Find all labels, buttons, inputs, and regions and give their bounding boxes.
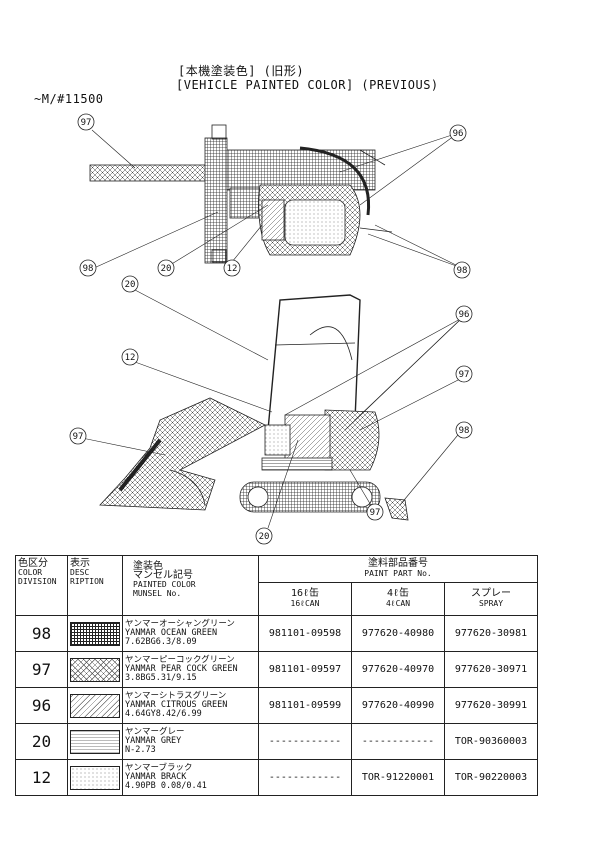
swatch-cell (67, 615, 123, 652)
part-4l: 977620-40990 (351, 687, 445, 724)
color-code: 20 (15, 723, 68, 760)
color-code: 97 (15, 651, 68, 688)
svg-text:96: 96 (459, 310, 470, 320)
header-paint-part-no: 塗料部品番号 PAINT PART No. (258, 555, 538, 583)
pattern-swatch-dots (70, 765, 120, 790)
side-view (99, 294, 409, 521)
part-4l: TOR-91220001 (351, 759, 445, 796)
part-spray: 977620-30991 (444, 687, 538, 724)
callout-20-side: 20 (121, 275, 139, 293)
callout-96-top: 96 (449, 124, 467, 142)
svg-text:96: 96 (453, 129, 464, 139)
part-4l: 977620-40980 (351, 615, 445, 652)
callout-97-side-left: 97 (69, 427, 87, 445)
callout-12-side: 12 (121, 348, 139, 366)
svg-text:20: 20 (125, 280, 136, 290)
serial-range: ~M/#11500 (34, 92, 104, 106)
swatch-cell (67, 759, 123, 796)
part-16l: ------------ (258, 723, 352, 760)
svg-text:97: 97 (459, 370, 470, 380)
page-title-en: [VEHICLE PAINTED COLOR] (PREVIOUS) (176, 78, 439, 92)
callout-20-top: 20 (157, 259, 175, 277)
part-4l: 977620-40970 (351, 651, 445, 688)
callout-98-side: 98 (455, 421, 473, 439)
pattern-swatch-cross (70, 657, 120, 682)
svg-text:98: 98 (83, 264, 94, 274)
callout-97-bottom: 97 (366, 503, 384, 521)
svg-text:97: 97 (81, 118, 92, 128)
callout-98-topleft: 98 (79, 259, 97, 277)
pattern-swatch-diagonal (70, 693, 120, 718)
callout-12-top: 12 (223, 259, 241, 277)
svg-text:12: 12 (125, 353, 136, 363)
callout-98-topright: 98 (453, 261, 471, 279)
part-16l: 981101-09599 (258, 687, 352, 724)
callout-97-top: 97 (77, 113, 95, 131)
header-description: 表示 DESC RIPTION (67, 555, 123, 616)
svg-text:12: 12 (227, 264, 238, 274)
svg-text:20: 20 (161, 264, 172, 274)
part-spray: 977620-30981 (444, 615, 538, 652)
part-4l: ------------ (351, 723, 445, 760)
excavator-drawing: 97 96 98 20 12 98 20 96 12 97 97 98 20 9… (69, 113, 473, 545)
part-spray: TOR-90360003 (444, 723, 538, 760)
svg-text:97: 97 (370, 508, 381, 518)
callout-96-side: 96 (455, 305, 473, 323)
pattern-swatch-grid (70, 621, 120, 646)
page-title-jp: [本機塗装色] (旧形) (178, 64, 305, 78)
color-code: 98 (15, 615, 68, 652)
part-16l: 981101-09597 (258, 651, 352, 688)
svg-text:20: 20 (259, 532, 270, 542)
pattern-swatch-hlines (70, 729, 120, 754)
top-view (89, 124, 393, 264)
part-16l: 981101-09598 (258, 615, 352, 652)
swatch-cell (67, 651, 123, 688)
callout-97-side-right: 97 (455, 365, 473, 383)
svg-text:98: 98 (457, 266, 468, 276)
swatch-cell (67, 723, 123, 760)
color-code: 96 (15, 687, 68, 724)
part-spray: TOR-90220003 (444, 759, 538, 796)
color-code: 12 (15, 759, 68, 796)
svg-text:97: 97 (73, 432, 84, 442)
header-color-division: 色区分 COLOR DIVISION (15, 555, 68, 616)
swatch-cell (67, 687, 123, 724)
callout-20-bottom: 20 (255, 527, 273, 545)
svg-text:98: 98 (459, 426, 470, 436)
header-painted-color: 塗装色 マンセル記号 PAINTED COLOR MUNSEL No. (122, 555, 259, 616)
part-16l: ------------ (258, 759, 352, 796)
paint-color-table: 色区分 COLOR DIVISION 表示 DESC RIPTION 塗装色 マ… (15, 555, 538, 796)
part-spray: 977620-30971 (444, 651, 538, 688)
